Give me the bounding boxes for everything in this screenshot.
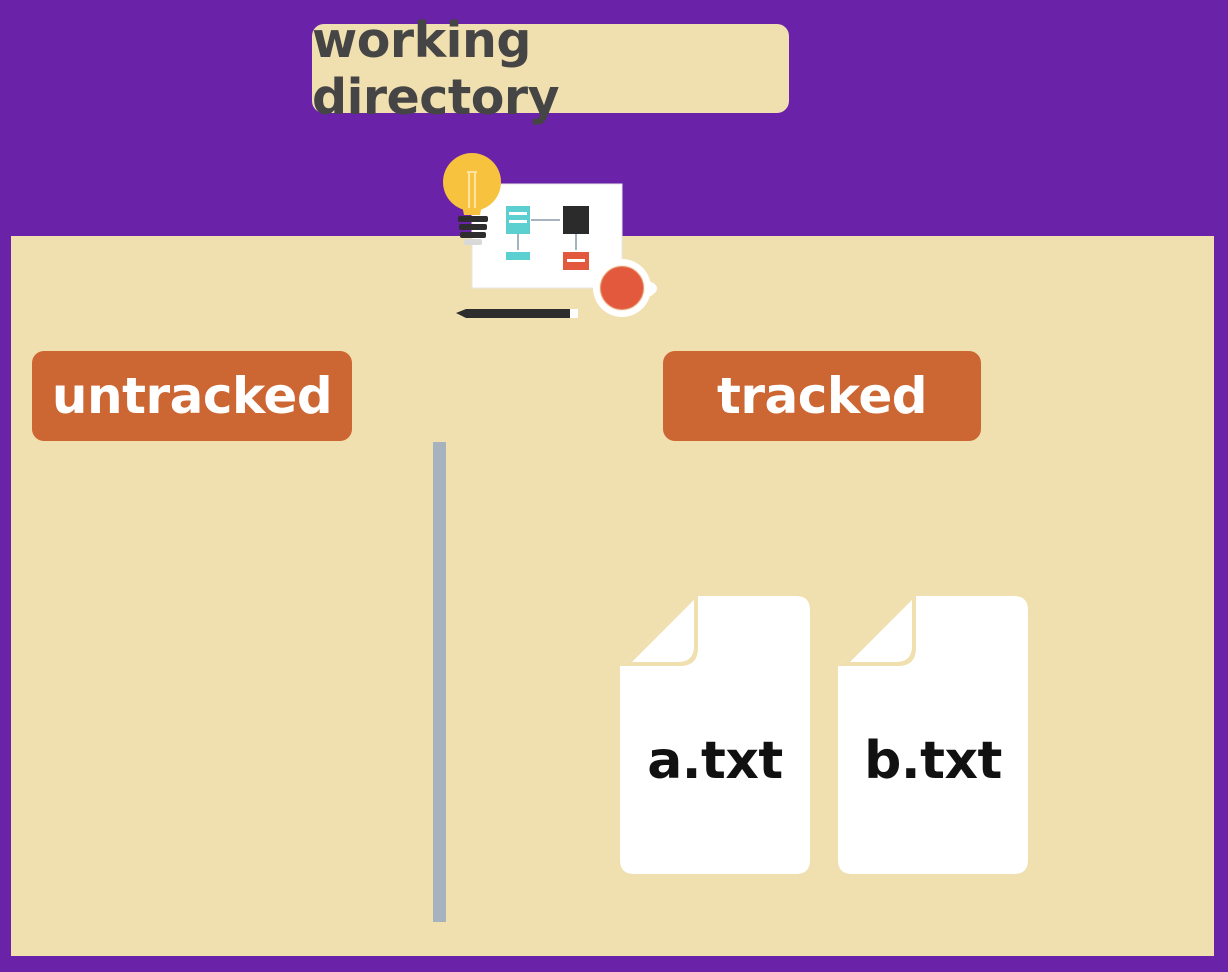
file-b-name: b.txt xyxy=(864,731,1002,791)
tracked-label: tracked xyxy=(663,351,981,441)
file-b-icon xyxy=(838,596,1028,874)
file-a-name: a.txt xyxy=(647,731,783,791)
file-a: a.txt xyxy=(620,596,810,876)
workspace-illustration xyxy=(440,150,665,325)
untracked-label-text: untracked xyxy=(51,367,333,425)
working-directory-title: working directory xyxy=(312,12,789,126)
working-directory-title-text: working directory xyxy=(312,11,560,126)
workspace-illustration-svg xyxy=(443,153,657,318)
tracked-label-text: tracked xyxy=(716,367,928,425)
untracked-label: untracked xyxy=(32,351,352,441)
section-divider xyxy=(433,442,446,922)
file-b: b.txt xyxy=(838,596,1028,876)
file-a-icon xyxy=(620,596,810,874)
flowchart-sheet-icon xyxy=(471,183,623,289)
lightbulb-icon xyxy=(443,153,501,245)
coffee-cup-icon xyxy=(593,259,657,317)
pencil-icon xyxy=(456,309,578,318)
working-directory-panel xyxy=(11,236,1214,956)
